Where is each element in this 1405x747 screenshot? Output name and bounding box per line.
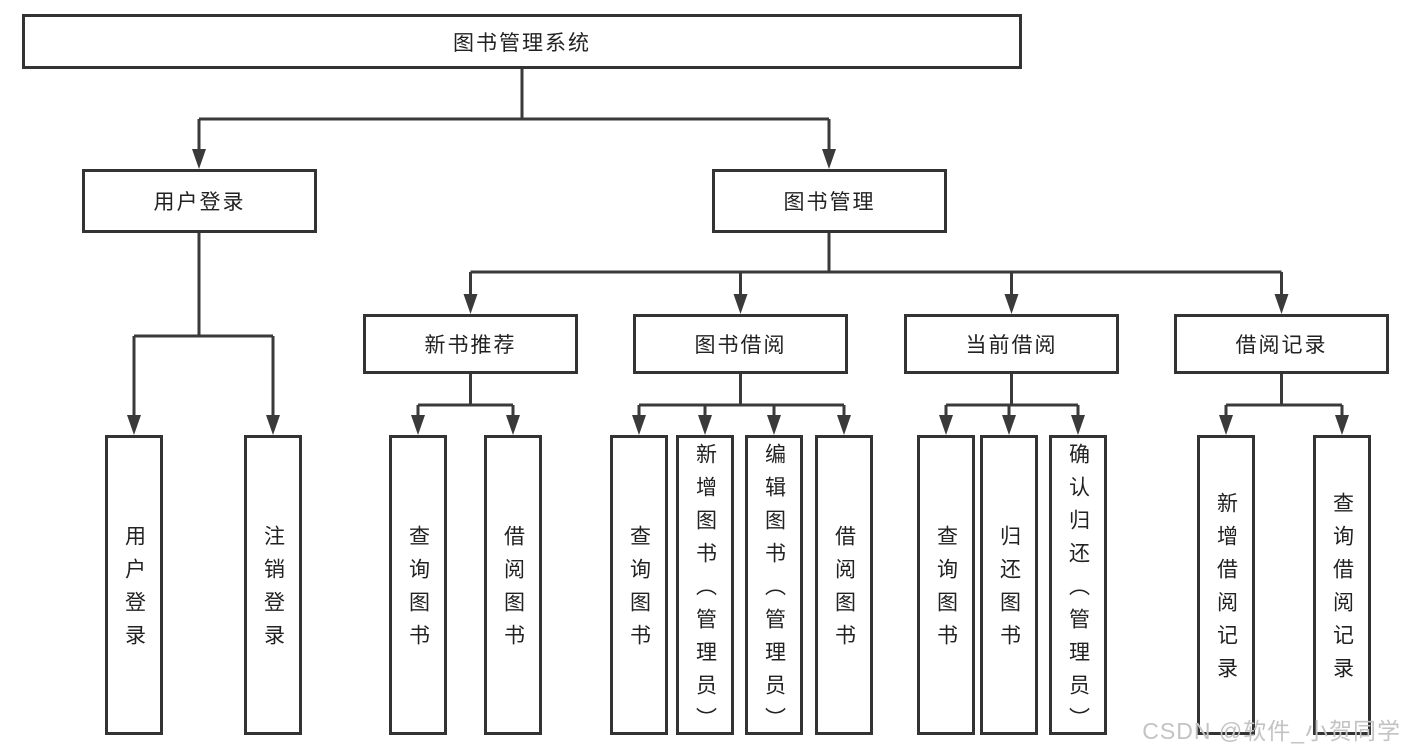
leaf-newbook-borrow-books: 借阅图书 [484,435,542,735]
node-label: 借阅记录 [1235,334,1328,357]
node-label: 用户登录 [153,191,246,214]
leaf-logout: 注销登录 [244,435,302,735]
node-label: 归还图书 [997,525,1021,657]
node-label: 确认归还（管理员） [1066,442,1090,740]
connector-bookborrow-to-leaves [637,374,846,418]
leaf-current-return-books: 归还图书 [980,435,1038,735]
connector-newbook-to-leaves [416,374,515,418]
connector-root-to-level2 [197,69,831,152]
leaf-borrow-add-books-admin: 新增图书（管理员） [676,435,734,740]
node-label: 新增借阅记录 [1214,492,1238,690]
node-label: 查询图书 [934,525,958,657]
arrowhead-icons [127,149,1349,435]
connector-currentborrow-to-leaves [944,374,1080,418]
node-current-borrow: 当前借阅 [904,314,1119,374]
leaf-borrow-edit-books-admin: 编辑图书（管理员） [745,435,803,740]
node-label: 新书推荐 [424,334,517,357]
connector-userlogin-to-leaves [132,233,275,418]
node-label: 图书管理系统 [453,31,591,55]
node-new-book-recommend: 新书推荐 [363,314,578,374]
leaf-current-confirm-return-admin: 确认归还（管理员） [1049,435,1107,740]
leaf-borrow-query-books: 查询图书 [610,435,668,735]
leaf-user-login: 用户登录 [105,435,163,735]
node-book-borrow: 图书借阅 [633,314,848,374]
connector-borrowrecords-to-leaves [1224,374,1344,418]
node-book-management: 图书管理 [712,169,947,233]
leaf-records-query-record: 查询借阅记录 [1313,435,1371,735]
leaf-borrow-borrow-books: 借阅图书 [815,435,873,735]
node-label: 图书管理 [783,191,876,214]
node-root-library-system: 图书管理系统 [22,14,1022,69]
node-label: 图书借阅 [694,334,787,357]
node-label: 查询图书 [627,525,651,657]
leaf-current-query-books: 查询图书 [917,435,975,735]
node-label: 用户登录 [122,525,146,657]
node-label: 注销登录 [261,525,285,657]
node-label: 借阅图书 [501,525,525,657]
leaf-newbook-query-books: 查询图书 [389,435,447,735]
leaf-records-add-record: 新增借阅记录 [1197,435,1255,735]
node-borrow-records: 借阅记录 [1174,314,1389,374]
node-label: 查询图书 [406,525,430,657]
node-label: 当前借阅 [965,334,1058,357]
node-label: 新增图书（管理员） [693,442,717,740]
node-user-login: 用户登录 [82,169,317,233]
node-label: 编辑图书（管理员） [762,442,786,740]
node-label: 查询借阅记录 [1330,492,1354,690]
watermark-text: CSDN @软件_小贺同学 [1142,718,1401,744]
node-label: 借阅图书 [832,525,856,657]
connector-bookmgmt-to-level3 [469,233,1283,297]
